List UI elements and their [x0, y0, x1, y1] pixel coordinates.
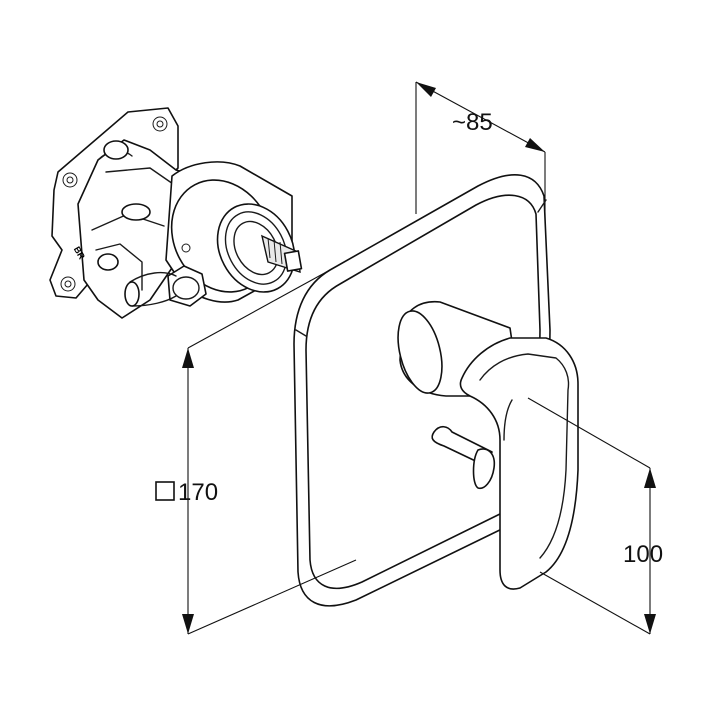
lever-handle — [397, 301, 579, 590]
extension-line — [539, 571, 651, 635]
depth-dimension-label: ~85 — [452, 109, 493, 136]
arrowhead — [182, 614, 194, 634]
arrowhead — [182, 348, 194, 368]
inlet-port — [103, 140, 129, 160]
inlet-port-2 — [121, 203, 151, 221]
arrowhead — [525, 138, 545, 152]
extension-line — [187, 559, 357, 635]
square-symbol — [155, 481, 175, 501]
lever-body — [459, 337, 579, 590]
outlet-port — [97, 253, 119, 271]
bracket-hole-left — [62, 172, 78, 188]
dimension-line — [415, 81, 546, 153]
arrowhead — [644, 468, 656, 488]
extension-line — [527, 397, 651, 469]
bracket-hole-top — [152, 116, 168, 132]
rough-in-valve-body: BR — [49, 107, 303, 319]
extension-line — [187, 269, 331, 349]
bracket-hole-bottom — [60, 276, 76, 292]
dimension-lever-height: 100 — [527, 397, 663, 635]
cartridge-screw — [181, 243, 191, 253]
dimension-depth: ~85 — [415, 81, 546, 392]
lever-height-dimension-label: 100 — [623, 541, 663, 568]
arrowhead — [644, 614, 656, 634]
arrowhead — [416, 82, 436, 97]
plate-size-dimension-label: 170 — [178, 479, 218, 506]
dimension-plate-size: 170 — [155, 269, 357, 635]
